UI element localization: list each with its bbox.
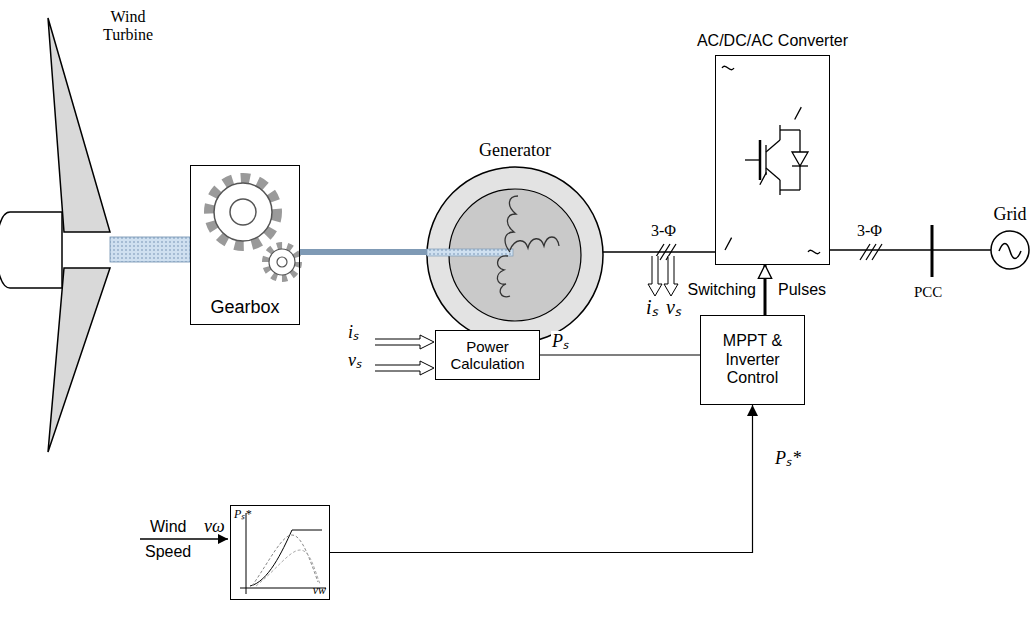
node-text: vw xyxy=(313,584,326,598)
wind-turbine xyxy=(0,18,190,452)
node-text: Generator xyxy=(479,140,551,161)
grid-source xyxy=(991,231,1029,269)
gearbox-box: Gearbox xyxy=(190,165,300,325)
text-label: iₛ xyxy=(646,296,658,319)
curve-box: Pₛ* vw xyxy=(230,505,330,600)
process-box: Power Calculation xyxy=(435,330,540,380)
text-label: Speed xyxy=(145,543,191,561)
connector xyxy=(540,354,700,355)
control-box: MPPT & Inverter Control xyxy=(700,315,805,405)
pcc-bar xyxy=(931,225,934,277)
text-label: Pulses xyxy=(778,281,826,299)
edge-label: Pₛ xyxy=(551,331,570,352)
text-label: Wind xyxy=(150,518,186,536)
gear-icon xyxy=(210,179,298,278)
generator-symbol xyxy=(427,167,603,343)
input-arrow xyxy=(140,538,228,540)
converter-box: AC/DC/AC Converter xyxy=(715,55,830,265)
text-label: vₛ xyxy=(666,296,681,319)
node-text: MPPT & Inverter Control xyxy=(705,332,800,387)
node-text: Power Calculation xyxy=(440,338,535,373)
text-label: vₛ xyxy=(348,350,362,371)
text-label: iₛ xyxy=(348,322,359,343)
node-text: AC/DC/AC Converter xyxy=(697,32,848,50)
connector xyxy=(603,251,715,253)
connector xyxy=(300,249,427,255)
edge-label: Switching xyxy=(687,281,757,299)
node-text: Gearbox xyxy=(210,297,279,318)
connector xyxy=(764,265,767,315)
generator-circle: Generator xyxy=(427,167,603,343)
power-curve-plot xyxy=(240,513,326,594)
grid-circle: Grid xyxy=(991,231,1029,269)
connector xyxy=(830,249,991,251)
connector xyxy=(330,405,753,553)
edge-label: 3-Φ xyxy=(856,222,883,240)
node-text: Grid xyxy=(994,204,1027,225)
text-label: Wind Turbine xyxy=(92,8,164,45)
text-label: vω xyxy=(204,516,225,537)
edge-label: 3-Φ xyxy=(650,222,677,240)
converter-symbol xyxy=(722,66,820,253)
node-text: Pₛ* xyxy=(234,508,251,522)
edge-label: Pₛ* xyxy=(774,448,802,469)
text-label: PCC xyxy=(914,284,942,301)
